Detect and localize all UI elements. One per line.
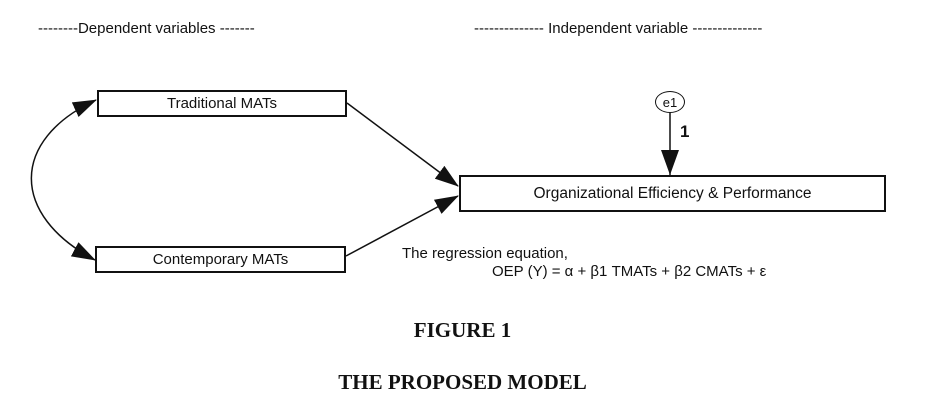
traditional-mats-node: Traditional MATs bbox=[97, 90, 347, 117]
path-traditional-to-outcome bbox=[346, 102, 459, 187]
regression-equation: OEP (Y) = α + β1 TMATs + β2 CMATs + ε bbox=[492, 263, 767, 280]
error-term-node: e1 bbox=[655, 91, 685, 113]
error-arrowhead bbox=[661, 150, 679, 175]
organizational-efficiency-node: Organizational Efficiency & Performance bbox=[459, 175, 886, 212]
figure-caption: THE PROPOSED MODEL bbox=[338, 370, 587, 394]
error-path-weight: 1 bbox=[680, 122, 690, 141]
path-contemporary-to-outcome bbox=[345, 195, 459, 257]
equation-title: The regression equation, bbox=[402, 245, 568, 262]
contemporary-mats-node: Contemporary MATs bbox=[95, 246, 346, 273]
independent-variable-header: -------------- Independent variable ----… bbox=[474, 20, 763, 37]
covariance-arc bbox=[30, 99, 97, 261]
figure-label: FIGURE 1 bbox=[413, 318, 512, 342]
dependent-variables-header: --------Dependent variables ------- bbox=[38, 20, 255, 37]
